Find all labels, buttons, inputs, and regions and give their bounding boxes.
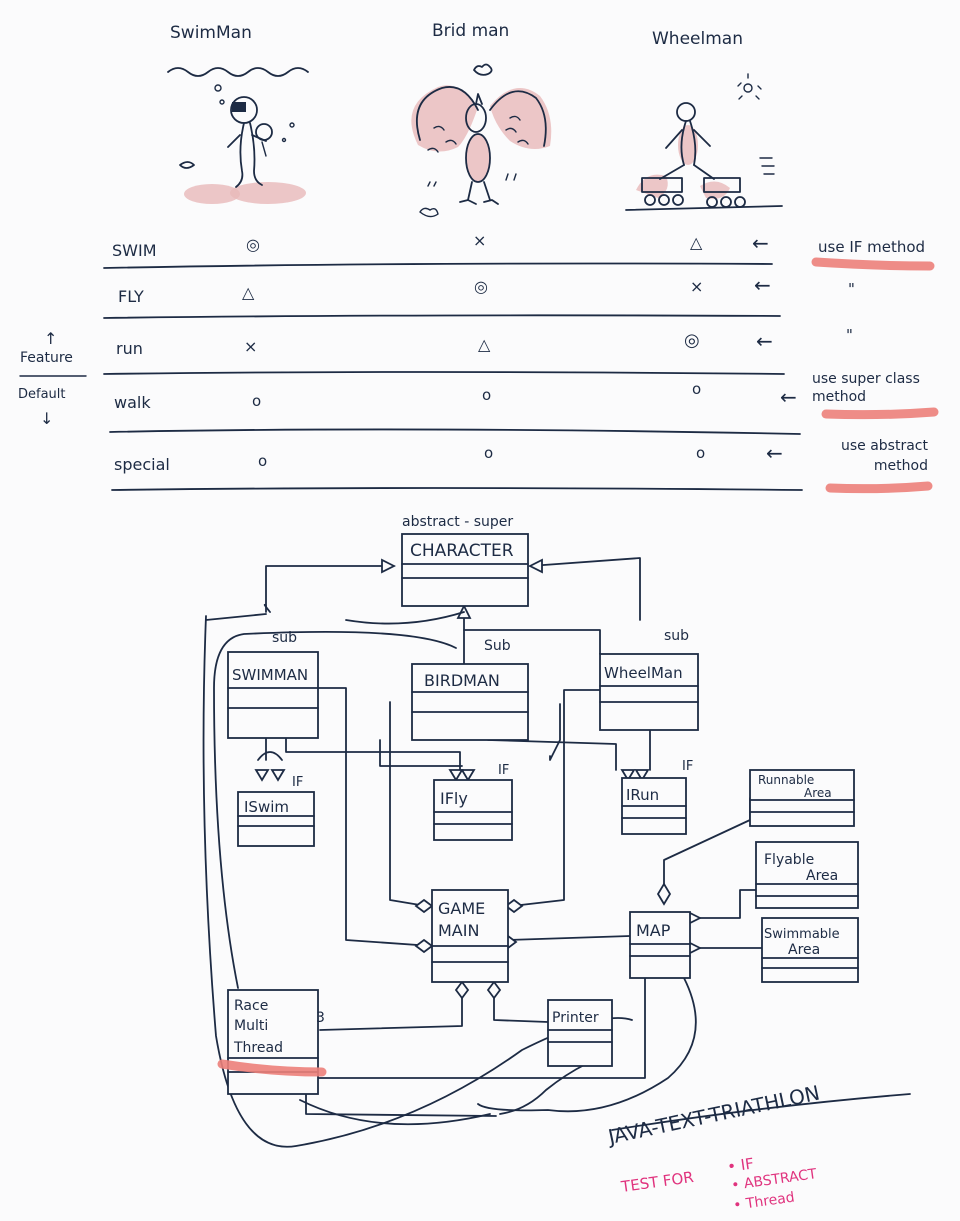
- table-row-special: special o o o ← use abstract method: [114, 438, 933, 494]
- cell-wheelman: △: [690, 233, 703, 252]
- interface-tag: IF: [292, 775, 303, 790]
- class-name-line3: Thread: [233, 1040, 283, 1056]
- wheelman-figure-icon: [625, 73, 783, 211]
- class-tag: Sub: [484, 638, 511, 654]
- uml-class-map: MAP: [629, 911, 691, 979]
- class-name: Printer: [552, 1010, 599, 1026]
- class-tag: sub: [664, 628, 689, 644]
- test-item-if: • IF: [726, 1154, 755, 1176]
- down-arrow-icon: ↓: [40, 409, 53, 428]
- feature-label: Feature: [20, 350, 73, 366]
- up-arrow-icon: ↑: [44, 329, 57, 348]
- interface-tag: IF: [498, 763, 509, 778]
- class-name-line1: Swimmable: [764, 927, 840, 942]
- row-label: walk: [114, 393, 151, 412]
- diagram-title: JAVA-TEXT-TRIATHLON: [604, 1081, 911, 1149]
- arrow-left-icon: ←: [756, 329, 773, 353]
- cell-birdman: ×: [473, 231, 486, 250]
- interface-name: IFly: [440, 789, 468, 808]
- class-tag: sub: [272, 630, 297, 646]
- cell-birdman: o: [484, 444, 493, 462]
- uml-class-runnable-area: Runnable Area: [749, 769, 855, 827]
- class-name: SWIMMAN: [232, 666, 308, 684]
- class-name: WheelMan: [604, 664, 683, 682]
- feature-table: [103, 262, 803, 491]
- class-name-line1: Flyable: [764, 852, 814, 868]
- uml-class-swimmable-area: Swimmable Area: [761, 917, 859, 983]
- swimmer-figure-icon: [167, 67, 309, 204]
- uml-class-gamemain: GAME MAIN: [431, 889, 509, 983]
- arrow-left-icon: ←: [754, 273, 771, 297]
- class-name-line2: MAIN: [438, 921, 479, 940]
- uml-class-printer: Printer: [547, 999, 613, 1067]
- table-row-fly: FLY △ ◎ × ← ": [118, 273, 855, 306]
- cell-swimman: o: [252, 392, 261, 410]
- birdman-figure-icon: [411, 63, 552, 218]
- test-for-label: TEST FOR: [619, 1168, 695, 1196]
- cell-birdman: △: [478, 335, 491, 354]
- class-name-line2: Area: [806, 868, 838, 884]
- row-label: run: [116, 339, 143, 358]
- interface-name: ISwim: [244, 798, 289, 816]
- cell-wheelman: ×: [690, 277, 703, 296]
- row-note-wrap: use abstract method: [840, 438, 928, 474]
- table-row-walk: walk o o o ← use super class method: [114, 371, 939, 420]
- uml-class-race-multithread: Race Multi Thread 3: [217, 989, 327, 1095]
- row-label: special: [114, 455, 170, 474]
- class-name-line2: Multi: [234, 1018, 268, 1034]
- cell-wheelman: o: [696, 444, 705, 462]
- swimman-heading: SwimMan: [170, 23, 252, 43]
- cell-swimman: ◎: [246, 235, 260, 254]
- cell-swimman: △: [242, 283, 255, 302]
- uml-interface-irun: IF IRun: [621, 759, 693, 835]
- uml-class-swimman: sub SWIMMAN: [227, 630, 319, 739]
- wheelman-heading: Wheelman: [652, 29, 743, 49]
- arrow-left-icon: ←: [752, 231, 769, 255]
- default-label: Default: [18, 387, 66, 402]
- uml-interface-ifly: IF IFly: [433, 763, 513, 841]
- class-name: BIRDMAN: [424, 671, 500, 690]
- uml-class-birdman: Sub BIRDMAN: [411, 638, 529, 741]
- cell-wheelman: ◎: [684, 330, 700, 351]
- class-name: MAP: [636, 921, 671, 940]
- test-item-thread: • Thread: [732, 1190, 795, 1214]
- cell-wheelman: o: [692, 380, 701, 398]
- arrow-left-icon: ←: [766, 441, 783, 465]
- class-name-line2: Area: [804, 786, 832, 800]
- uml-interface-iswim: IF ISwim: [237, 775, 315, 847]
- interface-tag: IF: [682, 759, 693, 774]
- arrow-left-icon: ←: [780, 385, 797, 409]
- multiplicity-label: 3: [316, 1010, 325, 1026]
- test-for-notes: TEST FOR • IF • ABSTRACT • Thread: [619, 1154, 818, 1214]
- class-name-line1: GAME: [438, 899, 485, 918]
- cell-birdman: o: [482, 386, 491, 404]
- cell-swimman: ×: [244, 337, 257, 356]
- row-note: use abstract method: [840, 438, 928, 474]
- feature-default-legend: ↑ Feature Default ↓: [18, 329, 87, 428]
- uml-class-character: abstract - super CHARACTER: [401, 514, 529, 607]
- row-note: ": [846, 326, 853, 344]
- class-name: CHARACTER: [410, 541, 514, 561]
- cell-birdman: ◎: [474, 277, 488, 296]
- cell-swimman: o: [258, 452, 267, 470]
- row-label: SWIM: [112, 241, 157, 260]
- row-note: ": [848, 280, 855, 298]
- row-note: use IF method: [818, 238, 925, 256]
- row-note-wrap: use super class method: [812, 371, 920, 405]
- table-row-run: run × △ ◎ ← ": [116, 326, 853, 358]
- row-label: FLY: [118, 287, 144, 306]
- class-name-line1: Race: [234, 998, 268, 1014]
- uml-class-flyable-area: Flyable Area: [755, 841, 859, 909]
- class-name-line2: Area: [788, 942, 820, 958]
- birdman-heading: Brid man: [432, 21, 509, 41]
- stereotype-label: abstract - super: [402, 514, 513, 530]
- table-row-swim: SWIM ◎ × △ ← use IF method: [112, 231, 935, 271]
- class-name-line1: Runnable: [758, 773, 814, 787]
- row-note: use super class method: [812, 371, 920, 405]
- uml-class-wheelman: sub WheelMan: [599, 628, 699, 731]
- interface-name: IRun: [626, 786, 659, 804]
